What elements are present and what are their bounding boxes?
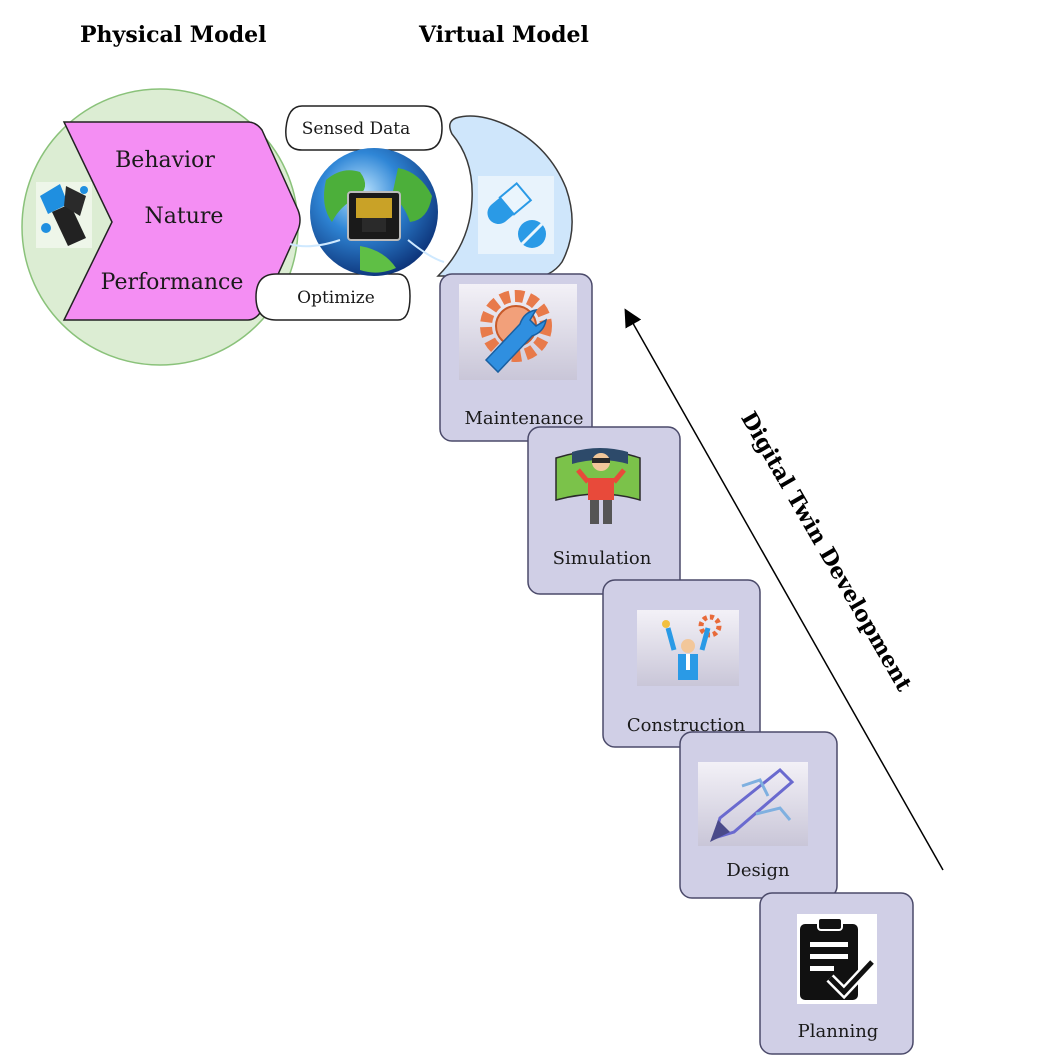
virtual-model [436, 115, 573, 279]
stage-label-simulation: Simulation [553, 548, 652, 569]
stage-design: Design [679, 731, 838, 899]
capsule-pills-icon [478, 176, 554, 254]
clipboard-check-icon [797, 914, 877, 1004]
stage-label-planning: Planning [798, 1021, 879, 1042]
pencil-blueprint-icon [698, 762, 808, 846]
stage-label-maintenance: Maintenance [464, 408, 583, 429]
sensed-data-label: Sensed Data [302, 119, 410, 139]
chevron-line-performance: Performance [101, 270, 244, 295]
stage-construction: Construction [602, 579, 761, 748]
stage-label-design: Design [726, 860, 790, 881]
virtual-model-heading: Virtual Model [419, 22, 589, 48]
physical-chevron [62, 121, 301, 321]
chevron-line-behavior: Behavior [115, 148, 215, 173]
optimize-label: Optimize [297, 288, 375, 308]
stage-maintenance: Maintenance [439, 273, 593, 442]
globe-network-icon [289, 148, 445, 276]
wrench-gear-icon [459, 284, 577, 380]
development-arrow [624, 308, 944, 871]
optimize-bubble: Optimize [255, 273, 411, 321]
stage-simulation: Simulation [527, 426, 681, 595]
molecule-icon [36, 182, 92, 248]
stage-label-construction: Construction [627, 715, 746, 736]
stage-planning: Planning [759, 892, 914, 1055]
sensed-data-bubble: Sensed Data [285, 105, 443, 151]
physical-model: Behavior Nature Performance [21, 88, 301, 366]
engineer-build-icon [637, 610, 739, 686]
vr-simulation-icon [555, 448, 641, 524]
chevron-line-nature: Nature [145, 204, 224, 229]
physical-model-heading: Physical Model [80, 22, 267, 48]
